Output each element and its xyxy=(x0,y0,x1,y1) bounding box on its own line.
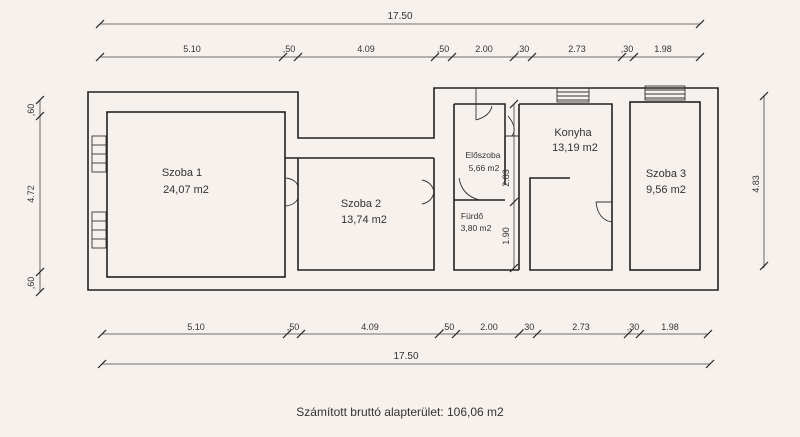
hall-name: Előszoba xyxy=(466,150,501,160)
door-hall-entry xyxy=(475,88,493,121)
door-kitchen xyxy=(507,115,515,137)
dim-bot-seg-2: ,50 xyxy=(287,322,300,332)
area-caption: Számított bruttó alapterület: 106,06 m2 xyxy=(296,405,504,419)
dim-top-seg-6: ,30 xyxy=(517,44,530,54)
dimension-tick xyxy=(629,52,639,62)
bottom-dimensions: 5.10 ,50 4.09 ,50 2.00 ,30 2.73 ,30 1.98… xyxy=(97,322,715,369)
dimension-tick xyxy=(514,329,524,339)
dimension-tick xyxy=(278,52,288,62)
overall-width-bottom: 17.50 xyxy=(393,351,418,362)
dimension-tick xyxy=(635,329,645,339)
dimension-tick xyxy=(447,52,457,62)
dimension-tick xyxy=(695,52,705,62)
door-room2-hall xyxy=(421,179,435,205)
dim-top-seg-9: 1.98 xyxy=(654,44,672,54)
dimension-tick xyxy=(282,329,292,339)
kitchen-name: Konyha xyxy=(554,127,592,139)
room-1-name: Szoba 1 xyxy=(162,167,202,179)
dim-hall-height: 2.83 xyxy=(501,169,511,187)
dimension-tick xyxy=(451,329,461,339)
dim-top-seg-1: 5.10 xyxy=(183,44,201,54)
dimension-tick xyxy=(95,52,105,62)
room-1-area: 24,07 m2 xyxy=(163,184,209,196)
dim-bot-seg-4: ,50 xyxy=(442,322,455,332)
door-room3 xyxy=(595,201,613,223)
kitchen-area: 13,19 m2 xyxy=(552,142,598,154)
room-3-area: 9,56 m2 xyxy=(646,184,686,196)
dimension-tick xyxy=(434,329,444,339)
door-bath xyxy=(458,177,481,201)
window-west-upper xyxy=(91,135,107,173)
right-dimensions: 4.83 xyxy=(751,91,769,271)
walls xyxy=(87,87,719,291)
hall-area: 5,66 m2 xyxy=(469,163,500,173)
dim-bot-seg-6: ,30 xyxy=(522,322,535,332)
dimension-tick xyxy=(617,52,627,62)
dim-top-seg-5: 2.00 xyxy=(475,44,493,54)
dim-top-seg-2: ,50 xyxy=(283,44,296,54)
dimension-tick xyxy=(527,52,537,62)
interior-dimensions: 2.83 1.90 xyxy=(501,99,519,273)
dim-left-mid: 4.72 xyxy=(26,185,36,203)
room-3-name: Szoba 3 xyxy=(646,168,686,180)
dimension-tick xyxy=(703,329,713,339)
window-room3 xyxy=(644,85,686,101)
overall-width-top: 17.50 xyxy=(387,11,412,22)
dimension-tick xyxy=(296,329,306,339)
bath-name: Fürdő xyxy=(461,211,483,221)
dim-bot-seg-1: 5.10 xyxy=(187,322,205,332)
window-west-lower xyxy=(91,211,107,249)
dim-bot-seg-3: 4.09 xyxy=(361,322,379,332)
dim-top-seg-4: ,50 xyxy=(437,44,450,54)
top-dimensions: 17.50 5.10 ,50 4.09 ,50 2.00 ,30 2.73 ,3… xyxy=(95,11,705,62)
dimension-tick xyxy=(430,52,440,62)
dim-bot-seg-5: 2.00 xyxy=(480,322,498,332)
dim-bath-height: 1.90 xyxy=(501,227,511,245)
dimension-tick xyxy=(509,52,519,62)
window-kitchen xyxy=(556,87,590,103)
door-room1-room2 xyxy=(285,177,299,207)
dimension-tick xyxy=(623,329,633,339)
doors xyxy=(285,88,613,223)
room-2-name: Szoba 2 xyxy=(341,198,381,210)
dim-bot-seg-8: ,30 xyxy=(627,322,640,332)
windows xyxy=(91,85,686,249)
left-dimensions: ,60 4.72 ,60 xyxy=(26,95,45,297)
bath-area: 3,80 m2 xyxy=(461,223,492,233)
dim-bot-seg-7: 2.73 xyxy=(572,322,590,332)
dim-right: 4.83 xyxy=(751,175,761,193)
dim-bot-seg-9: 1.98 xyxy=(661,322,679,332)
room-2-area: 13,74 m2 xyxy=(341,214,387,226)
room-labels: Szoba 1 24,07 m2 Szoba 2 13,74 m2 Előszo… xyxy=(162,127,686,233)
dimension-tick xyxy=(293,52,303,62)
dim-left-bot: ,60 xyxy=(26,277,36,290)
dim-top-seg-8: ,30 xyxy=(621,44,634,54)
dimension-tick xyxy=(97,329,107,339)
dim-left-top: ,60 xyxy=(26,104,36,117)
dim-top-seg-7: 2.73 xyxy=(568,44,586,54)
dimension-tick xyxy=(532,329,542,339)
dim-top-seg-3: 4.09 xyxy=(357,44,375,54)
